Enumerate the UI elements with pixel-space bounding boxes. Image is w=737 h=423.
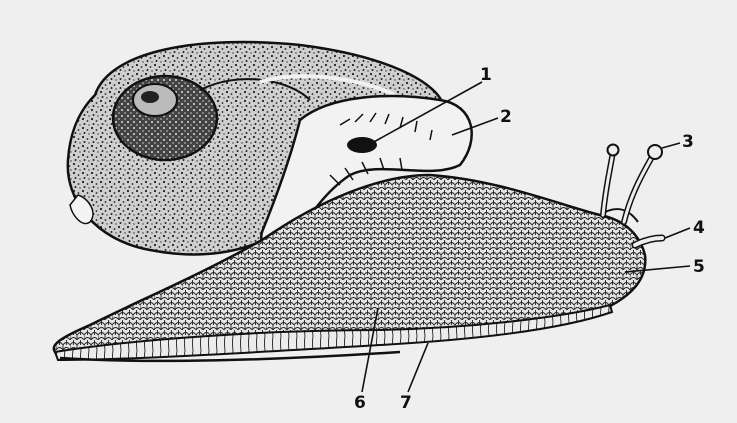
- tentacle-eye-right: [648, 145, 662, 159]
- leader-4: [665, 228, 690, 238]
- label-6: 6: [354, 393, 366, 413]
- leader-3: [662, 143, 680, 148]
- leader-7: [408, 343, 428, 392]
- label-3: 3: [682, 132, 694, 152]
- label-7: 7: [400, 393, 412, 413]
- label-2: 2: [500, 107, 512, 127]
- label-4: 4: [693, 218, 705, 238]
- label-1: 1: [480, 65, 492, 85]
- tentacle-eye-left: [608, 145, 619, 156]
- pneumostome: [347, 137, 377, 153]
- label-5: 5: [693, 257, 705, 277]
